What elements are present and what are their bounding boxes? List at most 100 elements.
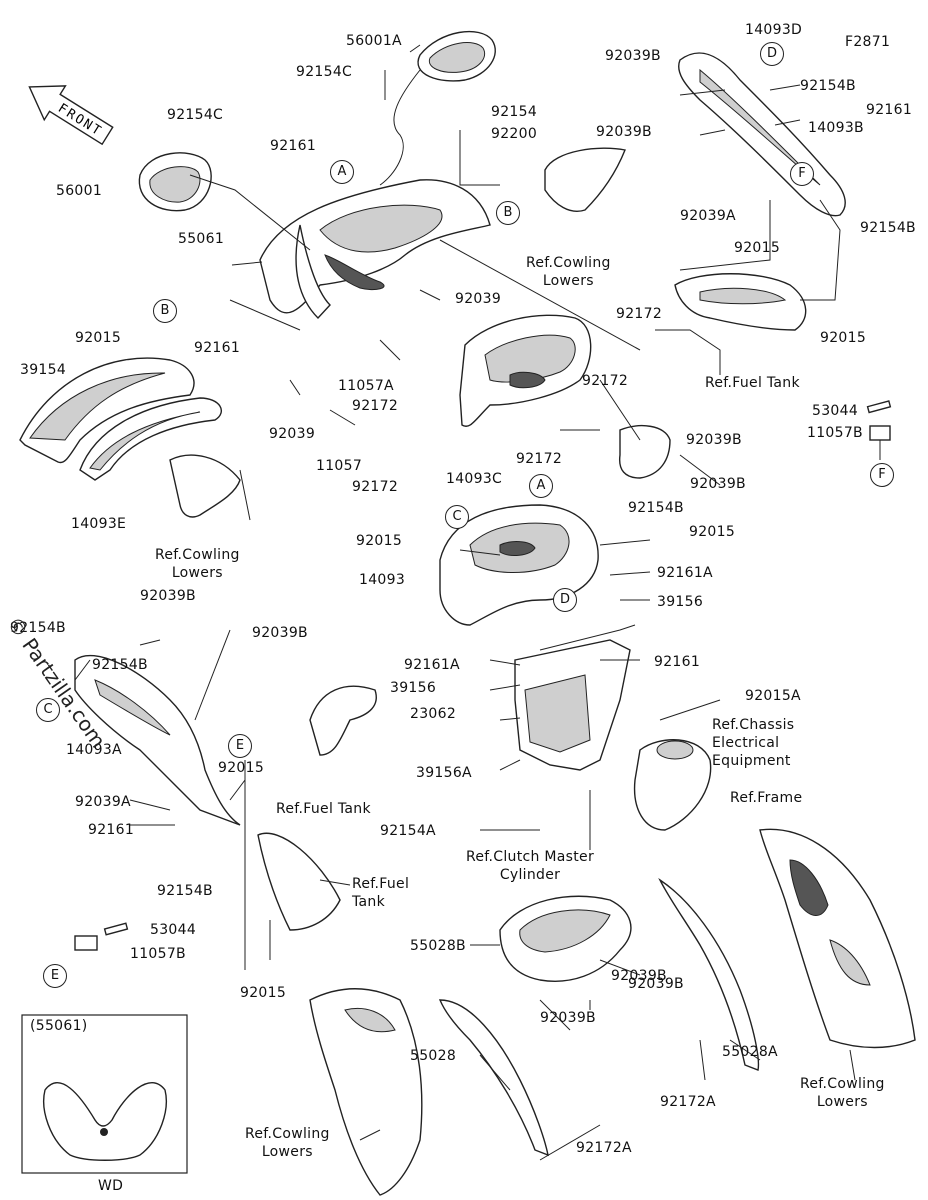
label-92154B: 14093D [745,22,803,38]
label-92154: 92154 [491,104,538,120]
ref-cowling-lowers: Ref.Cowling Lowers [526,255,611,289]
label-92015: 92015 [218,760,265,776]
label-92154B: 92154B [92,657,148,673]
label-92154B: 92154B [157,883,213,899]
bracket-11057B-a [869,425,891,441]
label-14093: 14093 [359,572,406,588]
ref-fuel-tank: Ref.Fuel Tank [352,876,410,910]
inset-cowl [43,1082,167,1161]
label-92015: 92015 [240,985,287,1001]
label-92161A: 92161A [657,565,713,581]
label-92015: 92015 [734,240,781,256]
callout-b: B [496,201,520,225]
callout-c: C [36,698,60,722]
inset-caption: WD [98,1178,124,1194]
label-92154A: 92154A [380,823,436,839]
label-92161: 92161 [866,102,913,118]
label-92039B: 92039B [252,625,308,641]
inset-title: (55061) [30,1018,88,1034]
duct-fuel-mid [309,685,377,756]
ref-fuel-tank: Ref.Fuel Tank [705,375,800,391]
label-92172: 92172 [352,479,399,495]
label-92039A: 92039A [680,208,736,224]
label-92015: 92015 [689,524,736,540]
label-11057: 11057 [316,458,363,474]
ref-frame: Ref.Frame [730,790,803,806]
label-92161A: 92161A [404,657,460,673]
side-panel-fuel [257,832,341,931]
label-92172A: 92172A [660,1094,716,1110]
label-92154C: 92154C [167,107,224,123]
bracket-11057B-b [74,935,98,951]
label-39156: 39156 [390,680,437,696]
inset-frame [21,1014,188,1174]
ref-clutch-master-cylinder: Ref.Clutch Master Cylinder [466,849,595,883]
cover-14093D [618,424,671,479]
ref-chassis-electrical-equipment: Ref.Chassis Electrical Equipment [712,717,795,769]
label-92039: 92039 [269,426,316,442]
callout-e: E [228,734,252,758]
ref-fuel-tank: Ref.Fuel Tank [276,801,371,817]
label-92039: 92039 [455,291,502,307]
callout-c: C [445,505,469,529]
callout-d: D [553,588,577,612]
inner-panel-14093E [79,397,222,481]
label-92154B: 92154B [800,78,856,94]
fairing-right [759,828,916,1049]
label-55028: 55028 [410,1048,457,1064]
label-56001A: 56001A [346,33,402,49]
ref-cowling-lowers: Ref.Cowling Lowers [155,547,240,581]
label-92154B: 92154B [860,220,916,236]
fairing-bottom [309,988,423,1196]
strip-55028A [658,877,760,1071]
label-92172: 92172 [616,306,663,322]
label-55028A: 55028A [722,1044,778,1060]
callout-e: E [43,964,67,988]
label-92039B: 92039B [140,588,196,604]
label-55028B: 55028B [410,938,466,954]
leader-lines [74,44,881,1161]
label-92161: 92161 [88,822,135,838]
label-11057A: 11057A [338,378,394,394]
label-92039B: 92039B [596,124,652,140]
ref-cowling-lowers: Ref.Cowling Lowers [245,1126,330,1160]
label-53044: 53044 [812,403,859,419]
label-39156A: 39156A [416,765,472,781]
label-23062: 23062 [410,706,457,722]
label-39154: 39154 [20,362,67,378]
label-92039A: 92039A [75,794,131,810]
callout-d: D [760,42,784,66]
label-92015: 92015 [820,330,867,346]
label-92039B: 92039B [628,976,684,992]
strip-55028 [438,999,549,1157]
label-92161: 92161 [654,654,701,670]
callout-f: F [790,162,814,186]
label-92200: 92200 [491,126,538,142]
label-92172: 92172 [516,451,563,467]
front-arrow-icon: FRONT [28,85,114,146]
callout-b: B [153,299,177,323]
label-92039B: 92039B [611,968,667,984]
callout-a: A [330,160,354,184]
label-92172: 92172 [582,373,629,389]
label-92015A: 92015A [745,688,801,704]
duct-small [169,454,241,518]
label-11057B: 11057B [130,946,186,962]
label-92154B: 92154B [10,620,66,636]
label-11057B: 11057B [807,425,863,441]
ref-cowling-lowers: Ref.Cowling Lowers [800,1076,885,1110]
label-92161: 92161 [270,138,317,154]
label-92039B: 92154B [628,500,684,516]
label-39156: 39156 [657,594,704,610]
label-92154C: 92154C [296,64,353,80]
label-55061: 55061 [178,231,225,247]
callout-f: F [870,463,894,487]
label-92039B: 92039B [540,1010,596,1026]
grommet-53044-b [103,922,129,936]
label-14093D: 92039B [686,432,742,448]
label-92172: 92172 [352,398,399,414]
label-53044: 53044 [150,922,197,938]
label-14093E: 14093E [71,516,127,532]
